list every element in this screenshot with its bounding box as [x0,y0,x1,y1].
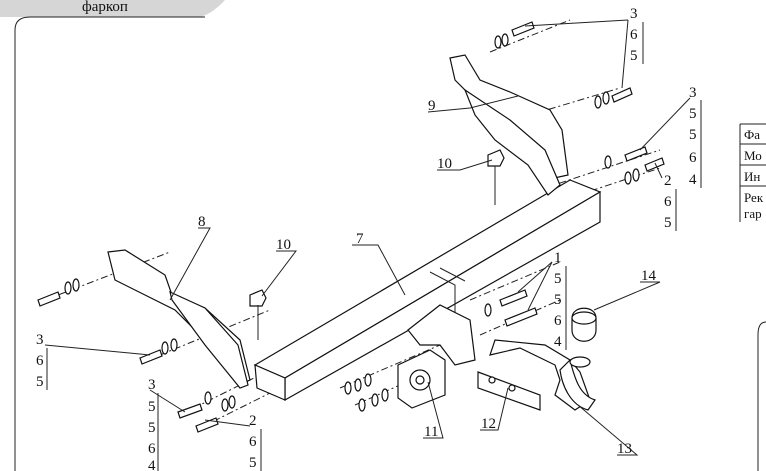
stack-item: 5 [664,215,672,231]
stack-item: 2 [249,413,257,429]
callout-11: 11 [424,424,438,440]
stack-item: 5 [554,292,562,308]
callout-10: 10 [437,156,452,172]
stack-item: 3 [148,377,156,393]
stack-item: 6 [554,313,562,329]
stack-item: 5 [148,420,156,436]
callout-14: 14 [641,268,657,284]
stack-item: 5 [554,271,562,287]
stack-item: 6 [148,441,156,457]
stack-item: 3 [689,85,697,101]
stack-item: 4 [554,334,562,350]
left-bracket [107,249,251,389]
side-table-row: Мо [744,148,762,163]
stack-center: 1 5 5 6 4 [554,250,567,350]
callout-12: 12 [481,416,496,432]
center-plate [407,304,476,366]
leader-lines [44,19,691,456]
nut-right [487,149,505,205]
stack-right: 3 5 5 6 4 [689,85,702,188]
ball-mount [489,339,596,411]
tow-ball [571,307,597,342]
callout-13: 13 [617,441,632,457]
header-tab-label: фаркоп [82,0,128,15]
stack-item: 2 [664,173,672,189]
stack-item: 5 [249,455,257,471]
callout-8: 8 [198,214,206,230]
stack-item: 4 [689,172,697,188]
stack-item: 6 [689,150,697,166]
callout-9: 9 [428,98,436,114]
stack-item: 5 [689,127,697,143]
callout-labels: 7 8 9 10 10 11 12 13 14 [198,98,657,457]
stack-item: 6 [630,27,638,43]
side-table-row: гар [744,206,762,221]
stack-item: 5 [36,374,44,390]
stack-bottom-left: 3 5 5 6 4 [148,377,159,471]
washers [64,33,640,412]
spacer-plate [477,371,541,411]
side-table-row: Ин [744,169,760,184]
crossbar [253,179,602,402]
stack-top: 3 6 5 [630,6,644,64]
stack-bottom: 2 6 5 [249,413,262,471]
stack-item: 5 [689,106,697,122]
callout-7: 7 [356,231,364,247]
stack-item: 6 [36,353,44,369]
stack-item: 3 [36,332,44,348]
side-table-row: Рек [744,190,764,205]
nut-left [249,289,267,340]
stack-left: 3 6 5 [36,332,48,390]
stack-item: 1 [554,250,562,266]
side-table: Фа Мо Ин Рек гар [739,123,766,471]
stack-item: 4 [148,458,156,471]
callout-10: 10 [276,237,291,253]
stack-item: 5 [630,48,638,64]
stack-right-lower: 2 6 5 [664,173,677,231]
frame-border [14,16,205,471]
stack-item: 3 [630,6,638,22]
header-tab: фаркоп [0,0,225,17]
stack-item: 6 [664,194,672,210]
stack-item: 6 [249,434,257,450]
right-bracket [449,54,569,196]
side-table-row: Фа [744,127,760,142]
socket-bracket [397,349,446,409]
stack-item: 5 [148,399,156,415]
